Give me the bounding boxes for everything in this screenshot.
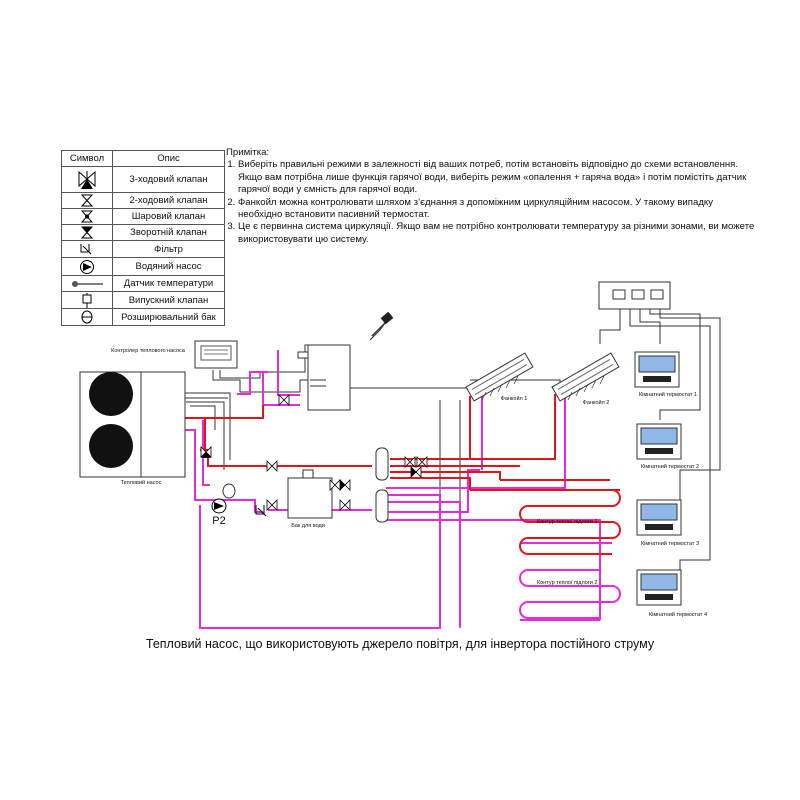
legend-row: Розширювальний бак [61,308,225,326]
floor-loop-2 [519,569,621,619]
controller-label: Контролер теплового насоса [111,348,186,354]
legend-label: 3-ходовий клапан [112,166,225,193]
control-wiring [180,308,721,628]
heat-pump-label: Тепловий насос [121,479,162,486]
note-item: Фанкойл можна контролювати шляхом з’єдна… [238,197,756,222]
supply-pipes [183,394,620,491]
legend-label: Водяний насос [112,257,225,276]
legend-label: Шаровий клапан [112,208,225,225]
thermostat-3-label: Кімнатний термостат 3 [641,540,699,547]
ball-valve [416,456,428,468]
room-thermostat-2 [636,423,682,460]
legend-label: Зворотній клапан [112,224,225,241]
legend-label: 2-ходовий клапан [112,192,225,209]
legend-row: Шаровий клапан [61,208,225,225]
ball-valve-icon [61,208,113,225]
three-way-valve-icon [61,166,113,193]
pump-label: P2 [212,515,225,527]
return-pipes [183,350,612,629]
fancoil-1-label: Фанкойл 1 [501,395,528,402]
two-way-valve-icon [61,192,113,209]
water-tank [287,469,333,519]
legend-label: Розширювальний бак [112,308,225,326]
expansion-tank [222,483,236,499]
legend-row: 3-ходовий клапан [61,166,225,193]
temperature-sensor-icon [61,275,113,292]
floor-loop-1-label: Контур теплої підлоги 1 [537,519,597,525]
thermostat-2-label: Кімнатний термостат 2 [641,463,699,470]
tank-label: Бак для води [291,523,325,529]
heat-pump-unit [79,371,186,478]
fancoil-2 [551,352,620,402]
expansion-tank-icon [61,308,113,326]
ball-valve [339,499,351,511]
ball-valve [266,460,278,472]
filter-icon [61,240,113,258]
heat-pump-controller [194,340,238,369]
legend-row: Датчик температури [61,275,225,292]
ball-valve [278,394,290,406]
legend-header-symbol: Символ [61,150,113,167]
filter [255,505,267,517]
diagram-caption: Тепловий насос, що використовують джерел… [145,637,655,651]
supply-manifold [375,447,389,481]
note-item: Виберіть правильні режими в залежності в… [238,159,756,196]
notes-title: Примітка: [226,147,270,158]
legend-row: Випускний клапан [61,291,225,309]
note-item: Це є первинна система циркуляції. Якщо в… [238,221,756,246]
fancoil-1-airflow [481,375,519,401]
legend-row: Зворотній клапан [61,224,225,241]
legend-header-row: Символ Опис [61,150,225,167]
symbol-legend-table: Символ Опис 3-ходовий клапан 2-ходовий к… [61,150,225,326]
power-plug [371,311,394,337]
pump-p2 [211,498,227,514]
legend-row: Водяний насос [61,257,225,276]
room-thermostat-3 [636,499,682,536]
check-valve-icon [61,224,113,241]
legend-label: Датчик температури [112,275,225,292]
notes-list: Виберіть правильні режими в залежності в… [226,159,756,246]
three-way-valve [200,446,212,458]
drain-valve-icon [61,291,113,309]
fancoil-1 [465,352,534,402]
legend-label: Випускний клапан [112,291,225,309]
ball-valve [329,479,341,491]
room-thermostat-4 [636,569,682,606]
ball-valve [404,456,416,468]
check-valve [410,466,422,478]
floor-loop-2-label: Контур теплої підлоги 2 [537,580,597,586]
check-valve [339,479,351,491]
dhw-tank-upper [297,344,351,411]
thermostat-4-label: Кімнатний термостат 4 [649,611,707,618]
thermostat-1-label: Кімнатний термостат 1 [639,391,697,398]
legend-row: Фільтр [61,240,225,258]
junction-box [598,281,671,310]
return-manifold [375,489,389,523]
floor-loop-1 [519,489,621,555]
legend-label: Фільтр [112,240,225,258]
ball-valve [266,499,278,511]
notes-block: Примітка: Виберіть правильні режими в за… [226,147,756,246]
room-thermostat-1 [634,351,680,388]
fancoil-2-label: Фанкойл 2 [583,399,610,406]
legend-header-desc: Опис [112,150,225,167]
fancoil-2-airflow [567,375,605,401]
water-pump-icon [61,257,113,276]
legend-row: 2-ходовий клапан [61,192,225,209]
